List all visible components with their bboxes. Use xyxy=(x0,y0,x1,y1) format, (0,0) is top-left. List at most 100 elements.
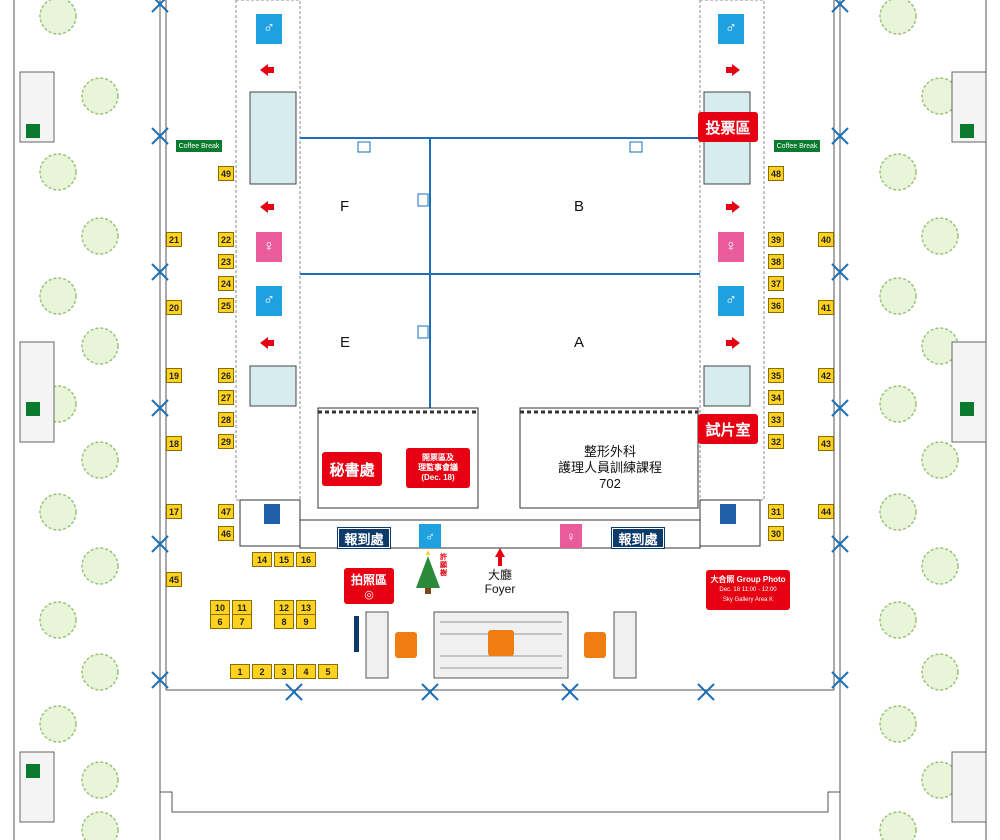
escalator-icon xyxy=(395,630,606,658)
tree-icon xyxy=(81,811,119,840)
booth-24[interactable]: 24 xyxy=(218,276,234,291)
booth-18[interactable]: 18 xyxy=(166,436,182,451)
booth-44[interactable]: 44 xyxy=(818,504,834,519)
ballot-line3: (Dec. 18) xyxy=(421,473,455,482)
booth-14[interactable]: 14 xyxy=(252,552,272,567)
pillar-icon xyxy=(831,263,849,281)
booth-21[interactable]: 21 xyxy=(166,232,182,247)
booth-2[interactable]: 2 xyxy=(252,664,272,679)
tree-icon xyxy=(81,217,119,255)
room-A[interactable]: A xyxy=(574,334,585,351)
pillar-icon xyxy=(151,399,169,417)
tree-icon xyxy=(879,493,917,531)
pillar-icons xyxy=(151,0,849,701)
tree-icon xyxy=(39,601,77,639)
booth-9[interactable]: 9 xyxy=(296,614,316,629)
tree-icon xyxy=(39,705,77,743)
booth-23[interactable]: 23 xyxy=(218,254,234,269)
pillar-icon xyxy=(831,0,849,13)
building-outline xyxy=(13,0,987,840)
pillar-icon xyxy=(151,127,169,145)
pillar-icon xyxy=(831,399,849,417)
booth-42[interactable]: 42 xyxy=(818,368,834,383)
booth-5[interactable]: 5 xyxy=(318,664,338,679)
booth-30[interactable]: 30 xyxy=(768,526,784,541)
booth-25[interactable]: 25 xyxy=(218,298,234,313)
booth-41[interactable]: 41 xyxy=(818,300,834,315)
booth-4[interactable]: 4 xyxy=(296,664,316,679)
booth-28[interactable]: 28 xyxy=(218,412,234,427)
booth-46[interactable]: 46 xyxy=(218,526,234,541)
group-photo-place: Sky Gallery Area K xyxy=(722,597,774,603)
tree-icon xyxy=(879,385,917,423)
room-E[interactable]: E xyxy=(340,334,351,351)
group-photo-time: Dec. 18 11:00 - 12:00 xyxy=(719,587,777,593)
tree-icon xyxy=(81,761,119,799)
room-F[interactable]: F xyxy=(340,198,350,215)
booth-8[interactable]: 8 xyxy=(274,614,294,629)
pillar-icon xyxy=(151,0,169,13)
booth-16[interactable]: 16 xyxy=(296,552,316,567)
pillar-icon xyxy=(697,683,715,701)
booth-26[interactable]: 26 xyxy=(218,368,234,383)
booth-3[interactable]: 3 xyxy=(274,664,294,679)
booth-35[interactable]: 35 xyxy=(768,368,784,383)
booth-19[interactable]: 19 xyxy=(166,368,182,383)
foyer-label: 大廳 Foyer xyxy=(470,568,530,596)
secretariat-tag[interactable]: 秘書處 xyxy=(322,452,382,486)
booth-10[interactable]: 10 xyxy=(210,600,230,615)
hall-partitions xyxy=(300,137,700,408)
booth-29[interactable]: 29 xyxy=(218,434,234,449)
booth-6[interactable]: 6 xyxy=(210,614,230,629)
booth-34[interactable]: 34 xyxy=(768,390,784,405)
booth-22[interactable]: 22 xyxy=(218,232,234,247)
room-702-label[interactable]: 整形外科 護理人員訓練課程 702 xyxy=(522,444,698,492)
booth-27[interactable]: 27 xyxy=(218,390,234,405)
booth-1[interactable]: 1 xyxy=(230,664,250,679)
tree-icon xyxy=(879,601,917,639)
registration-desk-left[interactable]: 報到處 xyxy=(337,527,391,549)
group-photo-tag[interactable]: 大合照 Group Photo Dec. 18 11:00 - 12:00 Sk… xyxy=(706,570,790,610)
restroom-male-icon: ♂ xyxy=(419,524,441,548)
booth-49[interactable]: 49 xyxy=(218,166,234,181)
booth-7[interactable]: 7 xyxy=(232,614,252,629)
booth-38[interactable]: 38 xyxy=(768,254,784,269)
tree-icon xyxy=(879,277,917,315)
restroom-female-icon: ♀ xyxy=(256,232,282,262)
tree-icon xyxy=(39,493,77,531)
screening-room-tag[interactable]: 試片室 xyxy=(698,414,758,444)
christmas-tree-icon xyxy=(416,550,440,594)
booth-45[interactable]: 45 xyxy=(166,572,182,587)
pillar-icon xyxy=(285,683,303,701)
photo-zone-tag[interactable]: 拍照區 ◎ xyxy=(344,568,394,604)
booth-36[interactable]: 36 xyxy=(768,298,784,313)
booth-40[interactable]: 40 xyxy=(818,232,834,247)
voting-area-tag[interactable]: 投票區 xyxy=(698,112,758,142)
tree-icon xyxy=(879,153,917,191)
booth-33[interactable]: 33 xyxy=(768,412,784,427)
booth-12[interactable]: 12 xyxy=(274,600,294,615)
booth-31[interactable]: 31 xyxy=(768,504,784,519)
booth-47[interactable]: 47 xyxy=(218,504,234,519)
booth-39[interactable]: 39 xyxy=(768,232,784,247)
ballot-meeting-tag[interactable]: 開票區及 理監事會議 (Dec. 18) xyxy=(406,448,470,488)
notice-board xyxy=(354,616,359,652)
booth-11[interactable]: 11 xyxy=(232,600,252,615)
pillar-icon xyxy=(421,683,439,701)
booth-32[interactable]: 32 xyxy=(768,434,784,449)
booth-48[interactable]: 48 xyxy=(768,166,784,181)
booth-43[interactable]: 43 xyxy=(818,436,834,451)
coffee-break-sign-left: Coffee Break xyxy=(176,140,222,152)
tree-icon xyxy=(39,153,77,191)
booth-37[interactable]: 37 xyxy=(768,276,784,291)
room-702-number: 702 xyxy=(599,476,621,491)
tree-decorations xyxy=(39,0,959,840)
booth-17[interactable]: 17 xyxy=(166,504,182,519)
tree-icon xyxy=(39,0,77,35)
registration-desk-right[interactable]: 報到處 xyxy=(611,527,665,549)
tree-icon xyxy=(879,705,917,743)
booth-13[interactable]: 13 xyxy=(296,600,316,615)
booth-20[interactable]: 20 xyxy=(166,300,182,315)
booth-15[interactable]: 15 xyxy=(274,552,294,567)
room-B[interactable]: B xyxy=(574,198,585,215)
